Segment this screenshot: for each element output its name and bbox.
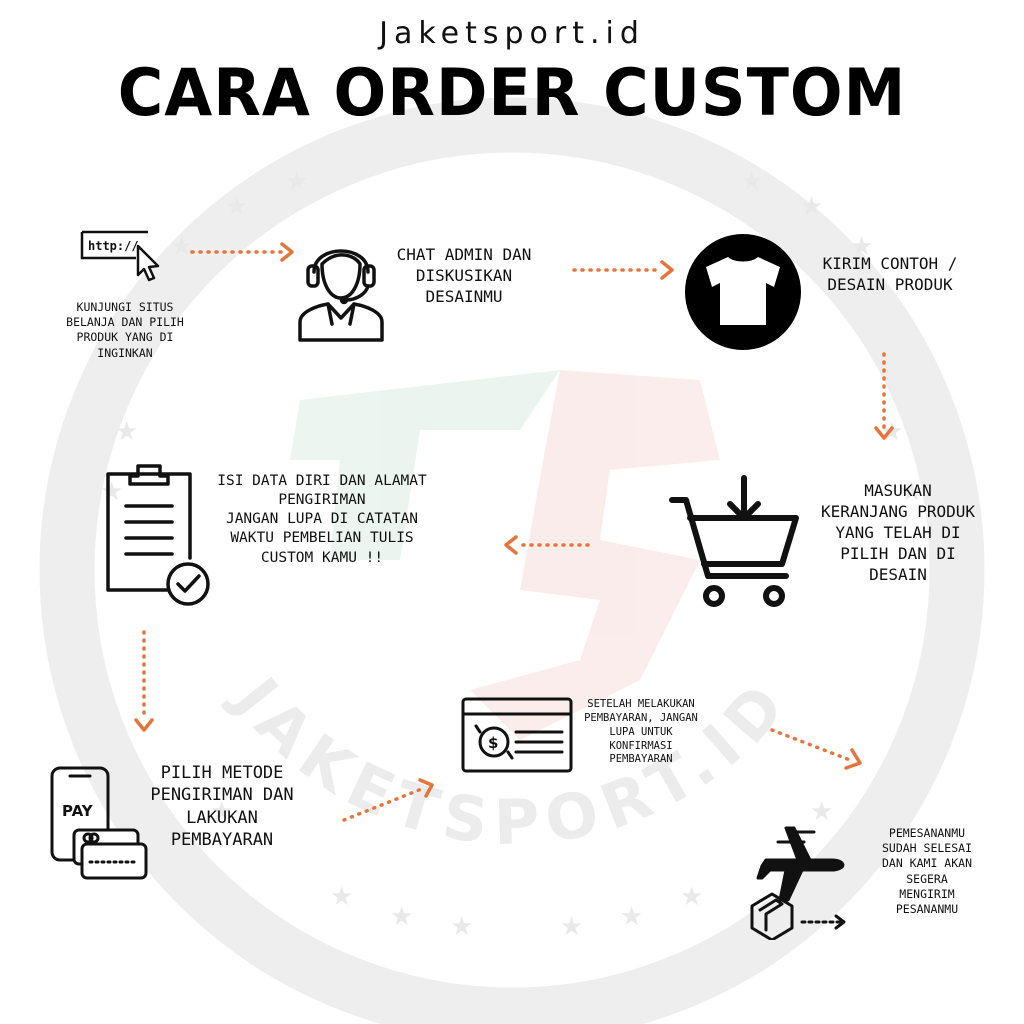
step-2-icon (296, 224, 386, 342)
step-4-label-line: DESAIN (869, 565, 927, 585)
clipboard-check-icon (106, 464, 210, 606)
step-6-label-line: PILIH METODE (160, 763, 284, 783)
step-4-label-line: MASUKAN (864, 481, 932, 500)
svg-text:★: ★ (810, 797, 833, 827)
step-2-label-line: DISKUSIKAN (415, 266, 513, 286)
svg-text:★: ★ (880, 417, 903, 447)
step-8-label-line: PEMESANANMU (888, 826, 966, 840)
payment-confirmation-icon: $ (461, 697, 573, 773)
step-6-label-line: PENGIRIMAN DAN (150, 785, 294, 806)
shopping-cart-icon (669, 475, 799, 607)
step-7-label-line: KONFIRMASI (609, 739, 673, 752)
step-6-label-line: PEMBAYARAN (170, 830, 274, 851)
step-6-label-line: LAKUKAN (186, 807, 258, 828)
svg-text:★: ★ (850, 232, 873, 262)
step-2-label-line: CHAT ADMIN DAN (396, 245, 532, 264)
step-7-label-line: PEMBAYARAN (609, 753, 673, 766)
step-5-label-line: ISI DATA DIRI DAN ALAMAT (217, 473, 427, 489)
brand-name: Jaketsport.id (379, 16, 645, 51)
step-6-icon: PAY (48, 764, 148, 884)
pay-text: PAY (62, 802, 94, 820)
step-3-label-line: DESAIN PRODUK (827, 275, 953, 295)
svg-text:★: ★ (210, 797, 233, 827)
svg-text:$: $ (488, 734, 498, 752)
step-5-label-line: WAKTU PEMBELIAN TULIS (230, 530, 414, 547)
svg-text:★: ★ (800, 192, 823, 222)
step-7-label-line: PEMBAYARAN, JANGAN (584, 711, 698, 724)
tshirt-icon (685, 234, 801, 350)
step-2-label-line: DESAINMU (425, 287, 503, 307)
browser-cursor-icon: http:// (80, 230, 160, 282)
url-text: http:// (88, 239, 139, 253)
step-8-label-line: SEGERA (906, 871, 948, 886)
step-8-label-line: MENGIRIM (899, 886, 955, 901)
step-5-label-line: JANGAN LUPA DI CATATAN (225, 511, 419, 528)
step-3-label-line: KIRIM CONTOH / (822, 254, 958, 273)
airplane-package-icon (750, 826, 846, 940)
watermark-stars: ★ ★ ★ ★ ★ ★ ★ ★ ★ ★ ★ ★ ★ ★ ★ ★ ★ ★ (100, 167, 923, 942)
step-4-label-line: YANG TELAH DI (835, 523, 961, 543)
step-7-label-line: SETELAH MELAKUKAN (587, 698, 695, 710)
step-5-label-line: PENGIRIMAN (278, 492, 366, 509)
step-5-label: ISI DATA DIRI DAN ALAMAT PENGIRIMAN JANGAN… (204, 472, 440, 568)
step-1-label-line: KUNJUNGI SITUS (76, 300, 174, 314)
watermark-ring (39, 97, 985, 1024)
page-title: CARA ORDER CUSTOM (117, 54, 907, 131)
step-8-icon (748, 822, 854, 940)
step-7-icon: $ (460, 696, 574, 774)
step-4-label-line: KERANJANG PRODUK (820, 502, 976, 522)
step-3-label: KIRIM CONTOH / DESAIN PRODUK (816, 253, 964, 295)
svg-text:★: ★ (390, 902, 413, 932)
step-4-label-line: PILIH DAN DI (840, 544, 956, 564)
svg-text:★: ★ (900, 477, 923, 507)
svg-text:★: ★ (285, 167, 308, 197)
step-5-label-line: CUSTOM KAMU !! (260, 549, 384, 566)
svg-text:★: ★ (225, 192, 248, 222)
svg-text:★: ★ (560, 912, 583, 942)
step-3-icon (684, 233, 802, 351)
svg-text:★: ★ (115, 417, 138, 447)
watermark-logo (290, 370, 720, 740)
step-1-label-line: BELANJA DAN PILIH (66, 315, 184, 330)
step-1-icon: http:// (78, 228, 168, 288)
svg-text:★: ★ (450, 912, 473, 942)
svg-text:★: ★ (330, 882, 353, 912)
step-4-icon (668, 472, 804, 612)
svg-text:★: ★ (620, 902, 643, 932)
step-7-label-line: LUPA UNTUK (609, 725, 673, 738)
svg-text:★: ★ (680, 882, 703, 912)
svg-text:★: ★ (100, 477, 123, 507)
mobile-pay-icon: PAY (50, 766, 148, 880)
step-8-label-line: DAN KAMI AKAN (881, 856, 972, 871)
step-8-label-line: SUDAH SELESAI (881, 841, 972, 856)
step-8-label-line: PESANANMU (895, 901, 959, 916)
step-1-label-line: PRODUK YANG DI (76, 330, 174, 345)
svg-text:★: ★ (170, 232, 193, 262)
step-1-label-line: INGINKAN (97, 345, 153, 360)
step-5-icon (104, 462, 214, 612)
customer-service-agent-icon (298, 249, 384, 342)
svg-text:★: ★ (740, 167, 763, 197)
